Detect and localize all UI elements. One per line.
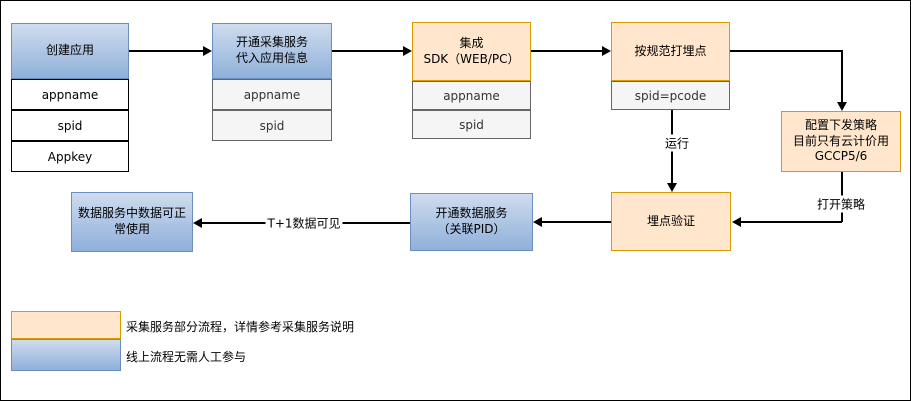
node-create-app: 创建应用: [11, 23, 129, 79]
node-open-data-service: 开通数据服务 （关联PID）: [410, 193, 533, 251]
node-integrate-sdk-row-spid: spid: [412, 110, 531, 139]
edge-label-open-policy: 打开策略: [814, 195, 868, 213]
node-tracking-row-spid-pcode: spid=pcode: [611, 81, 730, 110]
node-open-collect-row-spid: spid: [212, 110, 332, 141]
edge-label-run: 运行: [662, 134, 692, 152]
arrowhead-left-icon: [193, 218, 202, 228]
edge-label-t1-visible: T+1数据可见: [265, 214, 343, 232]
edge-create-to-collect: [129, 50, 203, 52]
node-policy-config: 配置下发策略 目前只有云计价用 GCCP5/6: [781, 111, 901, 172]
node-tracking-spec: 按规范打埋点: [611, 22, 730, 81]
node-integrate-sdk: 集成 SDK（WEB/PC）: [412, 22, 531, 81]
legend-swatch-blue: [11, 339, 121, 371]
arrowhead-left-icon: [533, 217, 542, 227]
node-open-collect-service: 开通采集服务 代入应用信息: [212, 23, 332, 79]
arrowhead-right-icon: [602, 46, 611, 56]
edge-policy-to-verify-h: [741, 221, 842, 223]
arrowhead-left-icon: [732, 217, 741, 227]
legend-label-online-process: 线上流程无需人工参与: [126, 350, 247, 364]
node-create-app-row-appname: appname: [11, 79, 129, 110]
arrowhead-right-icon: [203, 46, 212, 56]
node-tracking-verify: 埋点验证: [611, 192, 731, 251]
node-integrate-sdk-row-appname: appname: [412, 81, 531, 110]
node-create-app-row-appkey: Appkey: [11, 141, 129, 172]
arrowhead-down-icon: [837, 102, 847, 111]
node-create-app-row-spid: spid: [11, 110, 129, 141]
edge-sdk-to-tracking: [531, 50, 602, 52]
arrowhead-down-icon: [667, 183, 677, 192]
edge-verify-to-dataservice: [542, 221, 611, 223]
edge-tracking-to-policy-v: [841, 50, 843, 103]
edge-tracking-to-policy-h: [730, 50, 842, 52]
node-data-ready: 数据服务中数据可正 常使用: [71, 192, 193, 252]
node-open-collect-row-appname: appname: [212, 79, 332, 110]
edge-collect-to-sdk: [332, 50, 403, 52]
legend-label-collect-service: 采集服务部分流程，详情参考采集服务说明: [126, 320, 355, 334]
arrowhead-right-icon: [403, 46, 412, 56]
legend-swatch-orange: [11, 311, 121, 339]
